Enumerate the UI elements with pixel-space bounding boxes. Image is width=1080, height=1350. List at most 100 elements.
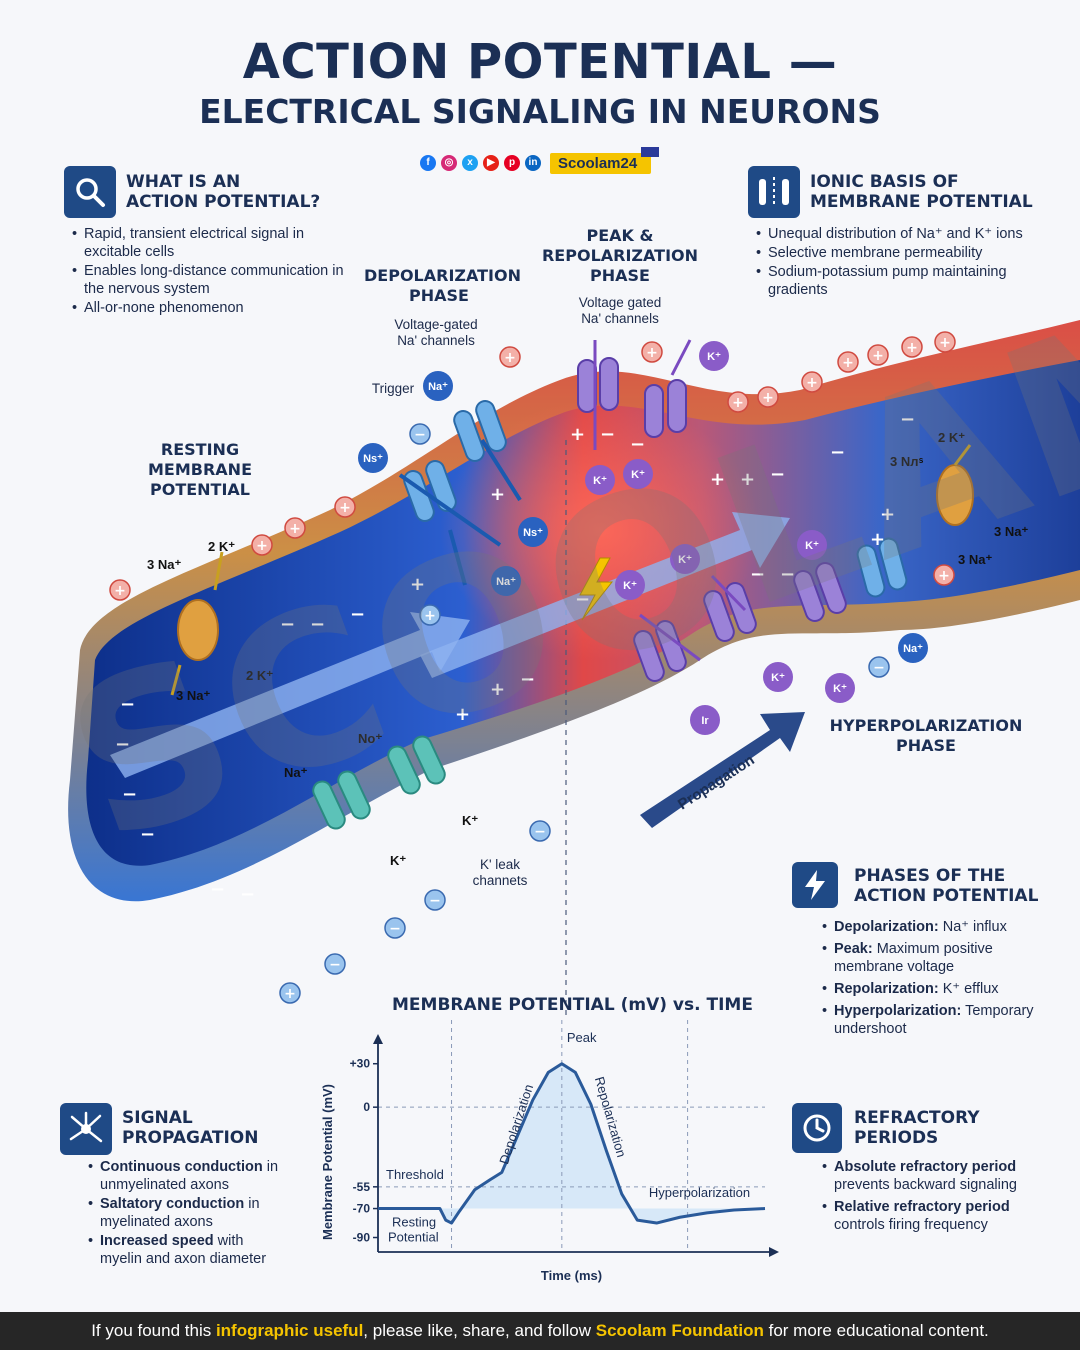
x-icon[interactable]: x [462,155,478,171]
svg-text:−: − [280,614,295,635]
search-icon [64,166,116,218]
svg-text:K⁺: K⁺ [631,469,645,481]
list-item: Peak: Maximum positive membrane voltage [822,940,1047,976]
what-is-list: Rapid, transient electrical signal in ex… [72,225,352,318]
svg-text:K⁺: K⁺ [707,351,721,363]
list-item: Continuous conduction in unmyelinated ax… [88,1158,288,1194]
y-tick-label: -55 [353,1180,371,1194]
pinterest-icon[interactable]: p [504,155,520,171]
instagram-icon[interactable]: ◎ [441,155,457,171]
pump-right-na-label-2: 3 Na⁺ [994,524,1029,539]
x-axis-label: Time (ms) [541,1268,602,1283]
lightning-icon [579,557,614,621]
ion-flow-arrows [398,438,522,586]
y-tick-label: -90 [353,1231,371,1245]
svg-text:+: + [289,521,301,537]
svg-text:+: + [732,395,744,411]
x-axis-arrow [769,1247,779,1257]
svg-text:−: − [600,424,615,445]
sodium-potassium-pump-left [170,551,224,696]
svg-text:−: − [575,589,590,610]
svg-text:+: + [570,424,585,445]
k-ion: K⁺ [615,570,645,600]
na-ion-left: Ns⁺ [358,443,388,473]
svg-text:Na⁺: Na⁺ [496,576,516,588]
outside-charges: ++++ ++++ ++++ +++ −−−− −+− [109,331,956,1004]
leak-na-label: Na⁺ [284,765,308,780]
curve-area [378,1063,765,1224]
page-title: ACTION POTENTIAL — [242,34,838,90]
svg-text:−: − [830,442,845,463]
refractory-list: Absolute refractory period prevents back… [822,1158,1047,1235]
sodium-potassium-pump-right [936,444,974,526]
charge-symbols: −−− −−− −−− +++ +++ +++ −−− −−− −−− [115,409,915,905]
na-ion-trigger: Na⁺ [423,371,453,401]
pump-right-k-label: 2 K⁺ [938,430,966,445]
peak-label: Peak [567,1030,597,1045]
list-item: Sodium-potassium pump maintaining gradie… [756,263,1046,299]
footer-bar: If you found this infographic useful, pl… [0,1312,1080,1350]
k-ion: K⁺ [825,673,855,703]
svg-text:+: + [870,529,885,550]
scoolam-foundation-link[interactable]: Scoolam Foundation [595,1321,764,1340]
svg-text:−: − [750,564,765,585]
svg-text:K⁺: K⁺ [623,580,637,592]
svg-text:+: + [490,484,505,505]
svg-text:+: + [710,469,725,490]
svg-text:+: + [906,340,918,356]
list-item: Saltatory conduction in myelinated axons [88,1195,288,1231]
pump-k-in-label: 2 K⁺ [246,668,274,683]
social-bar: f ◎ x ▶ p in Scoolam24 [420,146,660,174]
neuron-icon [60,1103,112,1155]
na-ion-inside: Ns⁺ [518,517,548,547]
clock-icon [792,1103,842,1153]
svg-text:+: + [646,345,658,361]
svg-text:−: − [900,409,915,430]
depolarization-region [440,400,760,660]
propagation-arrow-interior [110,612,470,778]
svg-text:+: + [424,608,436,624]
trigger-label: Trigger [371,381,415,396]
svg-text:+: + [504,350,516,366]
youtube-icon[interactable]: ▶ [483,155,499,171]
k-ion: K⁺ [670,544,700,574]
svg-text:+: + [880,504,895,525]
pump-right-na-label: 3 Nлˢ [890,454,924,469]
svg-text:−: − [122,784,137,805]
svg-text:−: − [350,604,365,625]
svg-text:K⁺: K⁺ [833,683,847,695]
pump-na-out-label: 3 Na⁺ [176,688,211,703]
axon-diagram: Propagation [68,320,1080,1020]
svg-text:−: − [329,957,341,973]
svg-text:+: + [114,583,126,599]
brand-badge[interactable]: Scoolam24 [550,146,660,174]
na-ion-right: Na⁺ [898,633,928,663]
y-tick-label: 0 [363,1100,370,1114]
svg-text:K⁺: K⁺ [593,475,607,487]
pump-na-in-label: 3 Na⁺ [147,557,182,572]
leak-k-label: K⁺ [462,813,479,828]
svg-text:−: − [873,660,885,676]
k-ion: K⁺ [797,530,827,560]
svg-text:+: + [762,390,774,406]
svg-text:Ir: Ir [701,715,709,727]
y-axis-label: Membrane Potential (mV) [320,1084,335,1240]
linkedin-icon[interactable]: in [525,155,541,171]
svg-text:−: − [310,614,325,635]
facebook-icon[interactable]: f [420,155,436,171]
svg-text:Ns⁺: Ns⁺ [363,453,383,465]
leak-no-label: No⁺ [358,731,383,746]
svg-text:Na⁺: Na⁺ [428,381,448,393]
list-item: Repolarization: K⁺ efflux [822,980,1047,998]
svg-text:−: − [120,694,135,715]
threshold-label: Threshold [386,1167,444,1182]
page-subtitle: ELECTRICAL SIGNALING IN NEURONS [199,92,881,131]
svg-text:−: − [520,669,535,690]
svg-text:+: + [939,335,951,351]
svg-text:+: + [740,469,755,490]
svg-text:−: − [780,564,795,585]
